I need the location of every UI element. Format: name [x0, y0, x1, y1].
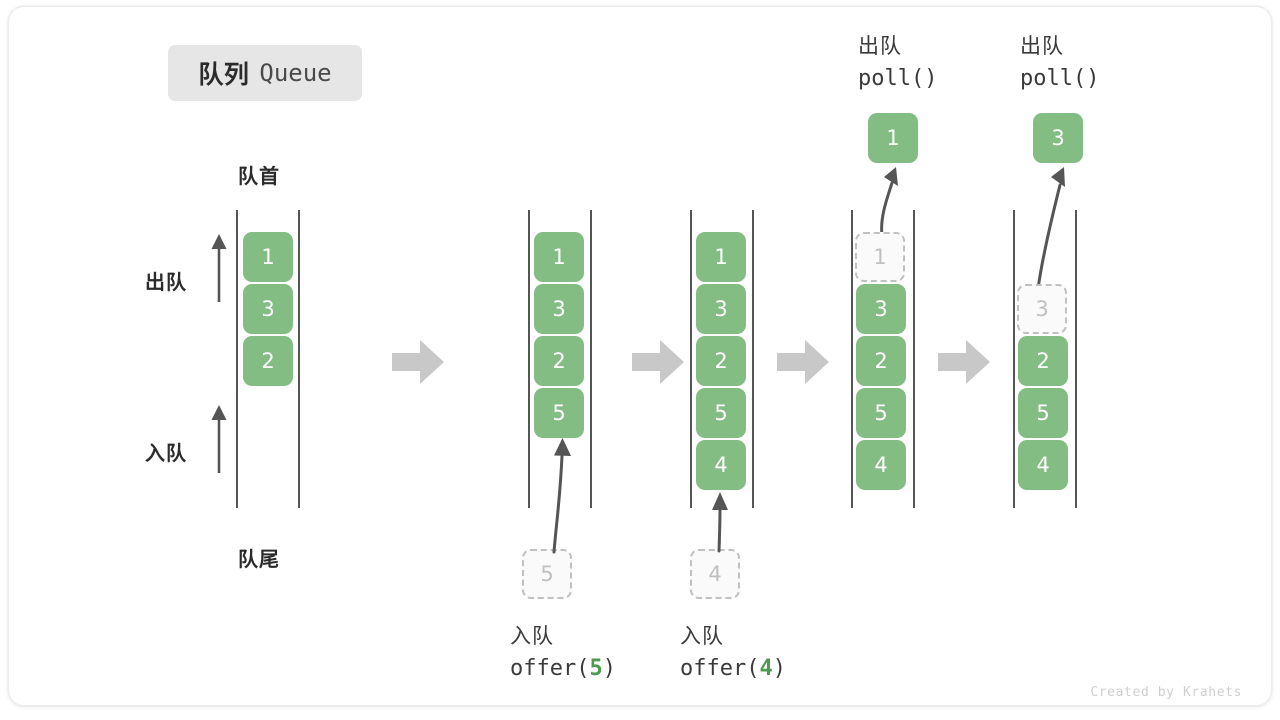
- rail-left: [1013, 210, 1015, 508]
- queue-cell: 3: [534, 284, 584, 334]
- code-suffix: ): [772, 656, 786, 681]
- op-label-code-poll-1: poll(): [858, 66, 937, 91]
- pending-enqueue-box: 5: [522, 549, 572, 599]
- op-label-code-offer-5: offer(5): [510, 656, 616, 681]
- enqueue-flow-arrow-icon: [712, 492, 728, 553]
- op-label-code-offer-4: offer(4): [680, 656, 786, 681]
- enqueue-direction-arrow-icon: [211, 405, 227, 473]
- step-arrow-icon: [632, 340, 684, 384]
- rail-right: [1075, 210, 1077, 508]
- queue-cell: 2: [856, 336, 906, 386]
- title-chinese: 队列: [198, 61, 250, 89]
- queue-cell: 4: [856, 440, 906, 490]
- queue-cell: 4: [1018, 440, 1068, 490]
- op-label-code-poll-3: poll(): [1020, 66, 1099, 91]
- step-arrow-icon: [938, 340, 990, 384]
- queue-cell: 3: [696, 284, 746, 334]
- code-suffix: ): [1086, 66, 1100, 91]
- op-label-cn-offer-5: 入队: [510, 625, 554, 648]
- popped-cell: 3: [1033, 113, 1083, 163]
- code-prefix: poll(: [1020, 66, 1087, 91]
- rail-right: [590, 210, 592, 508]
- queue-cell: 5: [1018, 388, 1068, 438]
- rail-left: [528, 210, 530, 508]
- queue-cell-new: 5: [534, 388, 584, 438]
- queue-cell: 3: [243, 284, 293, 334]
- op-label-cn-poll-3: 出队: [1020, 35, 1064, 58]
- code-suffix: ): [602, 656, 616, 681]
- queue-cell-new: 4: [696, 440, 746, 490]
- dequeue-flow-arrow-icon: [1036, 167, 1065, 291]
- op-label-cn-offer-4: 入队: [680, 625, 724, 648]
- label-dequeue-side: 出队: [145, 272, 187, 294]
- label-queue-tail: 队尾: [238, 549, 280, 571]
- queue-cell: 5: [696, 388, 746, 438]
- queue-cell: 1: [534, 232, 584, 282]
- rail-left: [236, 210, 238, 508]
- queue-cell: 1: [243, 232, 293, 282]
- queue-cell: 2: [696, 336, 746, 386]
- watermark: Created by Krahets: [1090, 685, 1242, 700]
- code-num: 5: [589, 656, 603, 681]
- rail-left: [690, 210, 692, 508]
- label-queue-head: 队首: [238, 166, 280, 188]
- queue-cell: 2: [534, 336, 584, 386]
- op-label-cn-poll-1: 出队: [858, 35, 902, 58]
- code-prefix: offer(: [510, 656, 590, 681]
- step-arrow-icon: [777, 340, 829, 384]
- dequeue-flow-arrow-icon: [880, 167, 898, 237]
- rail-right: [298, 210, 300, 508]
- dequeue-direction-arrow-icon: [211, 234, 227, 302]
- step-arrow-icon: [392, 340, 444, 384]
- queue-cell-removed: 1: [855, 232, 905, 282]
- code-prefix: poll(: [858, 66, 925, 91]
- queue-cell: 1: [696, 232, 746, 282]
- queue-cell-removed: 3: [1017, 284, 1067, 334]
- queue-cell: 2: [1018, 336, 1068, 386]
- code-num: 4: [759, 656, 773, 681]
- label-enqueue-side: 入队: [145, 443, 187, 465]
- queue-cell: 3: [856, 284, 906, 334]
- pending-enqueue-box: 4: [690, 549, 740, 599]
- rail-left: [851, 210, 853, 508]
- queue-cell: 5: [856, 388, 906, 438]
- rail-right: [752, 210, 754, 508]
- popped-cell: 1: [868, 113, 918, 163]
- title-english: Queue: [259, 59, 332, 87]
- title-badge: 队列 Queue: [168, 45, 362, 101]
- rail-right: [913, 210, 915, 508]
- code-prefix: offer(: [680, 656, 760, 681]
- code-suffix: ): [924, 66, 938, 91]
- queue-cell: 2: [243, 336, 293, 386]
- enqueue-flow-arrow-icon: [552, 438, 571, 554]
